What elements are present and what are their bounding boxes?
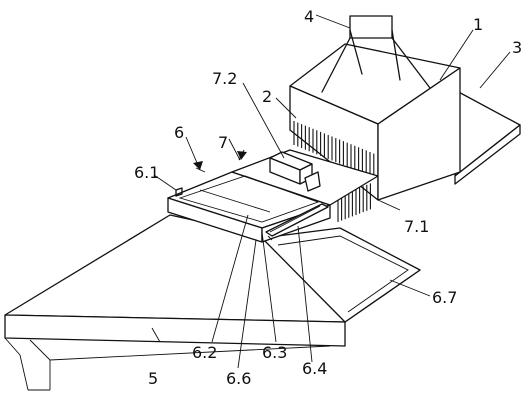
hopper [321,15,431,93]
label-6-6: 6.6 [226,369,251,388]
leader-lines [151,14,511,369]
label-6-1: 6.1 [134,163,159,182]
label-6-3: 6.3 [262,343,287,362]
scraper-blade [265,203,329,241]
label-3: 3 [512,38,522,57]
label-5: 5 [148,369,158,388]
label-1: 1 [473,15,483,34]
discharge-tray [261,227,421,323]
label-4: 4 [304,7,314,26]
fin-bank-lower [337,183,371,222]
label-2: 2 [262,87,272,106]
label-7-1: 7.1 [404,217,429,236]
motor-block [269,151,321,192]
label-6-2: 6.2 [192,343,217,362]
label-7: 7 [218,133,228,152]
fin-bank-upper [293,121,375,178]
label-7-2: 7.2 [212,69,237,88]
arrow-7-icon [237,151,247,160]
label-6-7: 6.7 [432,288,457,307]
label-6-4: 6.4 [302,359,327,378]
label-6: 6 [174,123,184,142]
arrow-6-icon [193,161,203,170]
